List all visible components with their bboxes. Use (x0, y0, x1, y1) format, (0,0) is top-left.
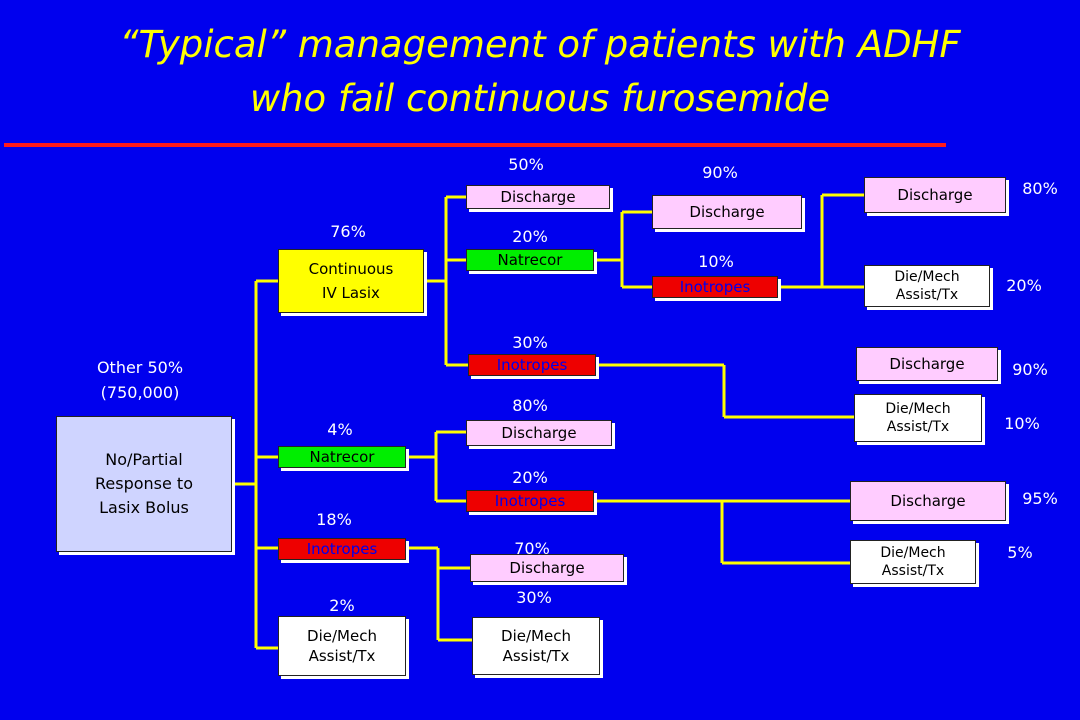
lasix-natrecor-box: Natrecor (466, 249, 594, 271)
die-pct: 2% (329, 596, 355, 615)
lasix-inotropes-pct: 30% (512, 333, 548, 352)
outcome-b-discharge-pct: 90% (1012, 360, 1048, 379)
outcome-a-die-pct: 20% (1006, 276, 1042, 295)
l3-discharge-pct: 90% (702, 163, 738, 182)
inotropes-pct: 18% (316, 510, 352, 529)
ino-discharge-pct: 70% (514, 539, 550, 558)
nat-inotropes-pct: 20% (512, 468, 548, 487)
lasix-natrecor-pct: 20% (512, 227, 548, 246)
ino-die-mech-assist-box: Die/Mech Assist/Tx (472, 617, 600, 675)
nat-discharge-box: Discharge (466, 420, 612, 446)
outcome-a-discharge-box: Discharge (864, 177, 1006, 213)
lasix-pct: 76% (330, 222, 366, 241)
nat-discharge-pct: 80% (512, 396, 548, 415)
outcome-a-die-box: Die/Mech Assist/Tx (864, 265, 990, 307)
natrecor-pct: 4% (327, 420, 353, 439)
l3-discharge-box: Discharge (652, 195, 802, 229)
outcome-c-discharge-pct: 95% (1022, 489, 1058, 508)
outcome-c-die-pct: 5% (1007, 543, 1033, 562)
lasix-discharge-box: Discharge (466, 185, 610, 209)
continuous-iv-lasix-box: Continuous IV Lasix (278, 249, 424, 313)
lasix-inotropes-box: Inotropes (468, 354, 596, 376)
outcome-a-discharge-pct: 80% (1022, 179, 1058, 198)
outcome-b-discharge-box: Discharge (856, 347, 998, 381)
outcome-c-discharge-box: Discharge (850, 481, 1006, 521)
l3-inotropes-pct: 10% (698, 252, 734, 271)
title-line-1: “Typical” management of patients with AD… (119, 23, 961, 66)
natrecor-box: Natrecor (278, 446, 406, 468)
outcome-b-die-pct: 10% (1004, 414, 1040, 433)
outcome-c-die-box: Die/Mech Assist/Tx (850, 540, 976, 584)
nat-inotropes-box: Inotropes (466, 490, 594, 512)
start-box: No/Partial Response to Lasix Bolus (56, 416, 232, 552)
ino-die-pct: 30% (516, 588, 552, 607)
die-mech-assist-box: Die/Mech Assist/Tx (278, 616, 406, 676)
title-line-2: who fail continuous furosemide (249, 77, 831, 120)
l3-inotropes-box: Inotropes (652, 276, 778, 298)
start-label: Other 50% (750,000) (96, 358, 184, 402)
ino-discharge-box: Discharge (470, 554, 624, 582)
title-divider (4, 143, 946, 147)
outcome-b-die-box: Die/Mech Assist/Tx (854, 394, 982, 442)
inotropes-box: Inotropes (278, 538, 406, 560)
lasix-discharge-pct: 50% (508, 155, 544, 174)
